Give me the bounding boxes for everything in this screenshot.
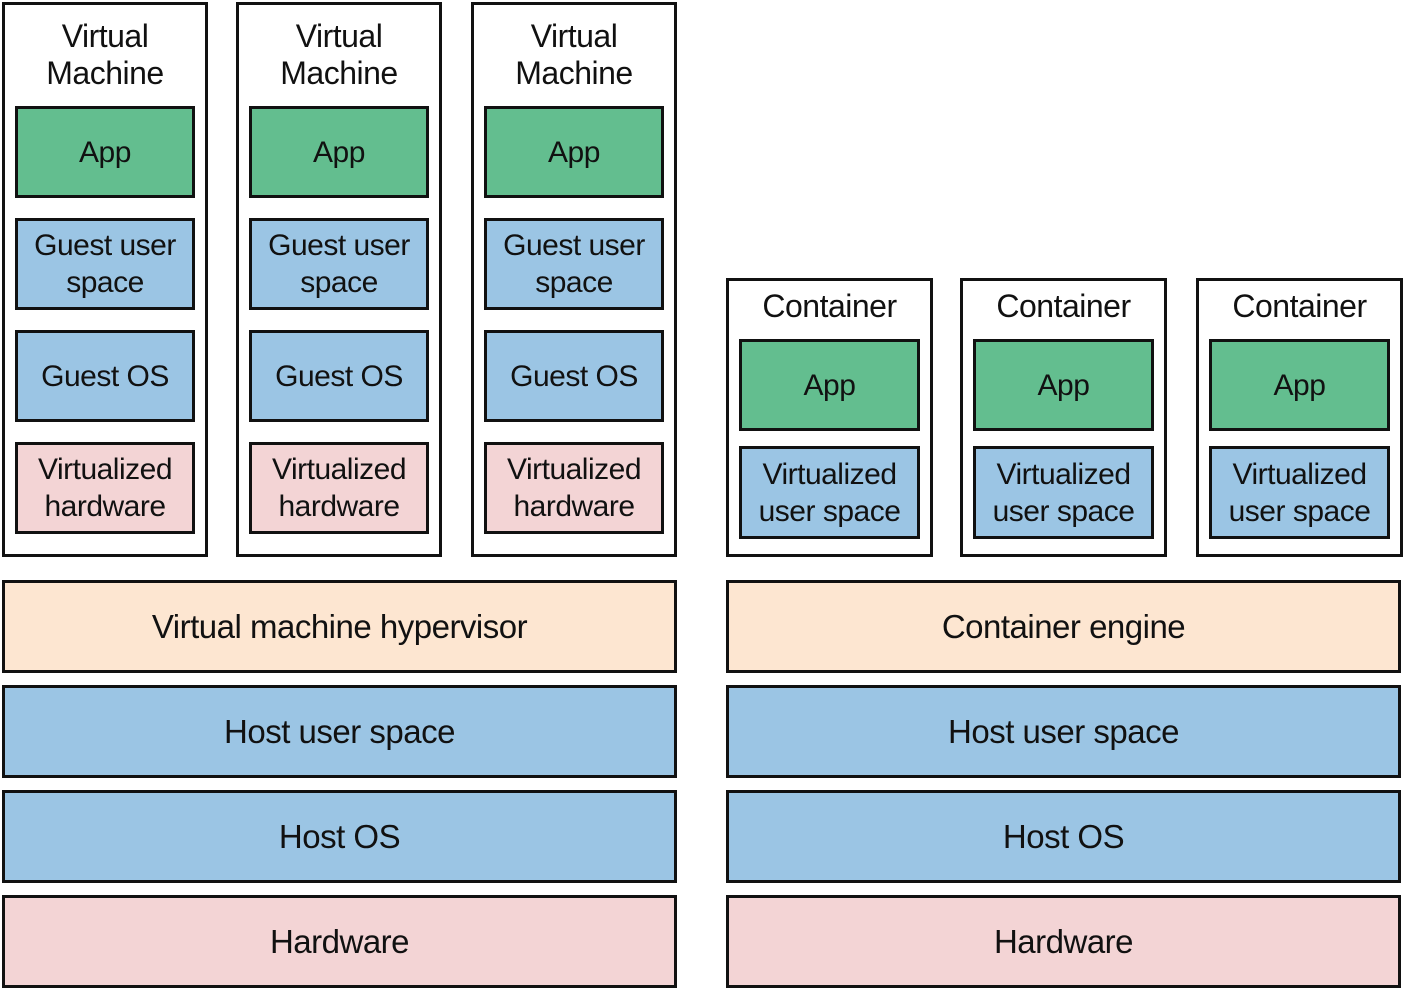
container-virtualized-user-space-box: Virtualized user space <box>1209 446 1390 539</box>
vm-title: Virtual Machine <box>46 18 164 91</box>
vm-host-os-layer: Host OS <box>2 790 677 883</box>
vm-title: Virtual Machine <box>515 18 633 91</box>
container-virtualized-user-space-box: Virtualized user space <box>739 446 920 539</box>
vm-guest-os-box: Guest OS <box>15 330 195 422</box>
container-title: Container <box>762 288 897 324</box>
hypervisor-layer: Virtual machine hypervisor <box>2 580 677 673</box>
vm-title: Virtual Machine <box>280 18 398 91</box>
vm-virtualized-hardware-box: Virtualized hardware <box>15 442 195 534</box>
vm-guest-user-space-box: Guest user space <box>484 218 664 310</box>
vm-guest-os-box: Guest OS <box>484 330 664 422</box>
vm-virtualized-hardware-box: Virtualized hardware <box>484 442 664 534</box>
container-engine-layer: Container engine <box>726 580 1401 673</box>
container-title: Container <box>1232 288 1367 324</box>
container-title: Container <box>996 288 1131 324</box>
vm-virtualized-hardware-box: Virtualized hardware <box>249 442 429 534</box>
vm-app-box: App <box>484 106 664 198</box>
container-virtualized-user-space-box: Virtualized user space <box>973 446 1154 539</box>
container-app-box: App <box>1209 339 1390 431</box>
vm-guest-user-space-box: Guest user space <box>249 218 429 310</box>
container-app-box: App <box>973 339 1154 431</box>
vm-host-user-space-layer: Host user space <box>2 685 677 778</box>
container-host-user-space-layer: Host user space <box>726 685 1401 778</box>
vm-app-box: App <box>249 106 429 198</box>
vm-hardware-layer: Hardware <box>2 895 677 988</box>
vm-guest-user-space-box: Guest user space <box>15 218 195 310</box>
vm-guest-os-box: Guest OS <box>249 330 429 422</box>
container-host-os-layer: Host OS <box>726 790 1401 883</box>
vm-app-box: App <box>15 106 195 198</box>
container-hardware-layer: Hardware <box>726 895 1401 988</box>
container-app-box: App <box>739 339 920 431</box>
